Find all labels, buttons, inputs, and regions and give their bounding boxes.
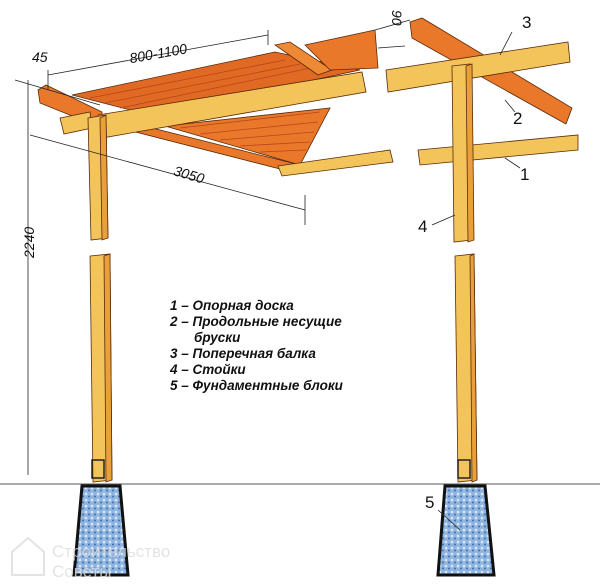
- watermark: Строительство Советы: [11, 536, 170, 581]
- rafters-fan: [164, 107, 331, 166]
- dim-800-1100: 800-1100: [128, 40, 188, 66]
- rear-rafters: [304, 29, 379, 71]
- callout-3: 3: [522, 13, 531, 32]
- legend-item-1: 1 – Опорная доска: [170, 298, 294, 313]
- dim-2240: 2240: [21, 227, 37, 259]
- callout-5: 5: [425, 493, 434, 512]
- legend-item-2-cont: бруски: [194, 330, 241, 345]
- right-footing: [436, 484, 496, 577]
- watermark-line2: Советы: [52, 562, 111, 581]
- legend: 1 – Опорная доска 2 – Продольные несущие…: [170, 298, 343, 394]
- legend-item-5: 5 – Фундаментные блоки: [170, 378, 343, 393]
- board-1: [417, 134, 579, 166]
- legend-item-4: 4 – Стойки: [170, 362, 246, 377]
- callout-2: 2: [513, 109, 522, 128]
- dim-3050: 3050: [172, 163, 207, 187]
- watermark-line1: Строительство: [52, 542, 170, 561]
- legend-item-3: 3 – Поперечная балка: [170, 346, 316, 361]
- right-bracket: [457, 459, 471, 479]
- lower-board: [59, 111, 93, 135]
- callout-1: 1: [520, 165, 529, 184]
- beam-3: [385, 41, 571, 93]
- legend-item-2: 2 – Продольные несущие: [170, 314, 342, 329]
- dim-90: 90: [389, 10, 405, 26]
- top-rafters: [71, 51, 361, 116]
- house-logo-icon: [11, 536, 45, 576]
- left-bracket: [91, 459, 105, 479]
- support-board-left: [277, 149, 394, 177]
- dim-45: 45: [32, 49, 48, 65]
- callout-4: 4: [418, 217, 427, 236]
- left-footing: [72, 484, 130, 577]
